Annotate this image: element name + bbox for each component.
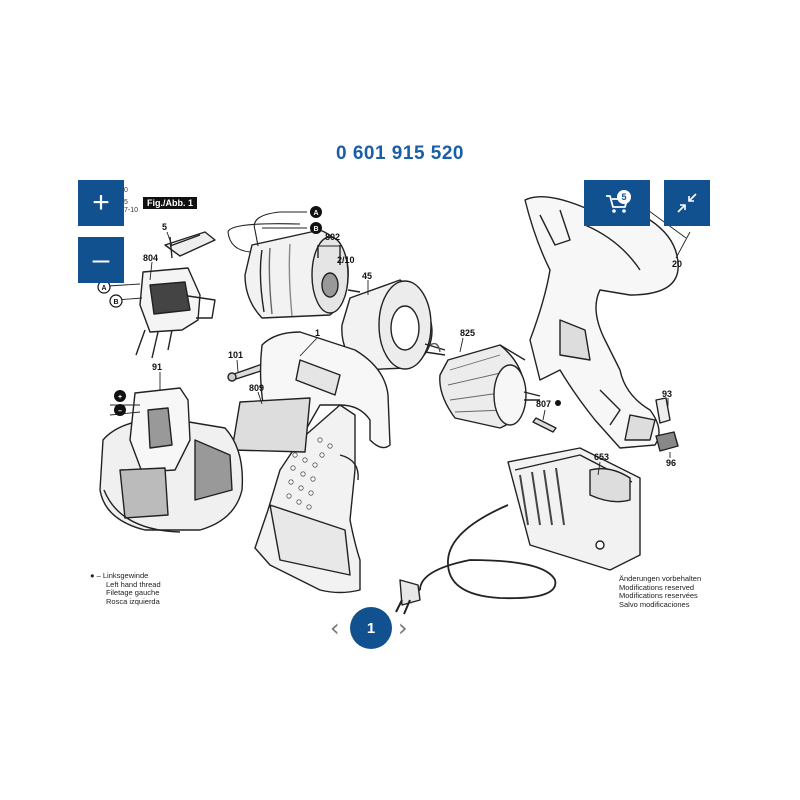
note-line: Filetage gauche [106, 588, 160, 598]
clipped-text-1: 0 [124, 187, 128, 194]
marker-plus: + [118, 394, 122, 401]
note-line: Modifications reserved [619, 582, 695, 592]
battery-part [99, 387, 244, 533]
zoom-out-button[interactable]: – [78, 237, 124, 283]
note-line: Modifications reservées [619, 591, 698, 601]
marker-b-switch: B [113, 299, 118, 306]
clipped-text-3: 7-10 [124, 207, 138, 214]
callout-809: 809 [249, 383, 264, 393]
callout-804: 804 [143, 253, 158, 263]
clipped-text-2: 5 [124, 199, 128, 206]
switch-part [135, 231, 216, 359]
plus-icon: + [92, 186, 110, 219]
screw-807-part [532, 417, 557, 433]
callout-96: 96 [666, 458, 676, 468]
chuck-part [439, 344, 541, 429]
note-line: ● – Linksgewinde [90, 571, 149, 580]
housing-half-part [524, 195, 679, 449]
cart-button[interactable]: 5 [584, 180, 650, 226]
marker-b-motor: B [313, 226, 318, 233]
collapse-icon [677, 193, 697, 213]
motor-part [227, 211, 361, 319]
next-page-chevron-icon[interactable]: › [398, 614, 408, 642]
callout-2-10: 2/10 [337, 255, 355, 265]
callout-101: 101 [228, 350, 243, 360]
callout-45: 45 [362, 271, 372, 281]
housing-part [254, 331, 391, 594]
label-809-part [231, 397, 311, 453]
callout-93: 93 [662, 389, 672, 399]
callout-1: 1 [315, 328, 320, 338]
note-line: Salvo modificaciones [619, 599, 690, 609]
modifications-note: Änderungen vorbehalten Modifications res… [619, 574, 702, 609]
figure-label: Fig./Abb. 1 [143, 197, 197, 209]
part-number-title: 0 601 915 520 [335, 143, 464, 164]
bit-93-part [655, 397, 671, 424]
callout-653: 653 [594, 452, 609, 462]
callout-802: 802 [325, 232, 340, 242]
marker-minus: – [118, 408, 122, 415]
callout-20: 20 [672, 259, 682, 269]
minus-icon: – [92, 243, 110, 276]
callout-825: 825 [460, 328, 475, 338]
collapse-view-button[interactable] [664, 180, 710, 226]
charger-part [395, 447, 641, 615]
callout-807: 807 [536, 399, 551, 409]
bit-holder-96-part [655, 431, 679, 452]
callout-5: 5 [162, 222, 167, 232]
callout-91: 91 [152, 362, 162, 372]
marker-a-switch: A [101, 285, 106, 292]
note-line: Rosca izquierda [106, 596, 160, 606]
zoom-in-button[interactable]: + [78, 180, 124, 226]
previous-page-chevron-icon[interactable]: ‹ [330, 614, 340, 642]
note-line: Left hand thread [106, 579, 161, 589]
cart-count-badge: 5 [617, 190, 631, 204]
current-page-indicator[interactable]: 1 [350, 607, 392, 649]
left-hand-thread-note: ● – Linksgewinde Left hand thread Fileta… [90, 571, 161, 606]
marker-a-motor: A [313, 210, 318, 217]
note-line: Änderungen vorbehalten [619, 574, 702, 583]
